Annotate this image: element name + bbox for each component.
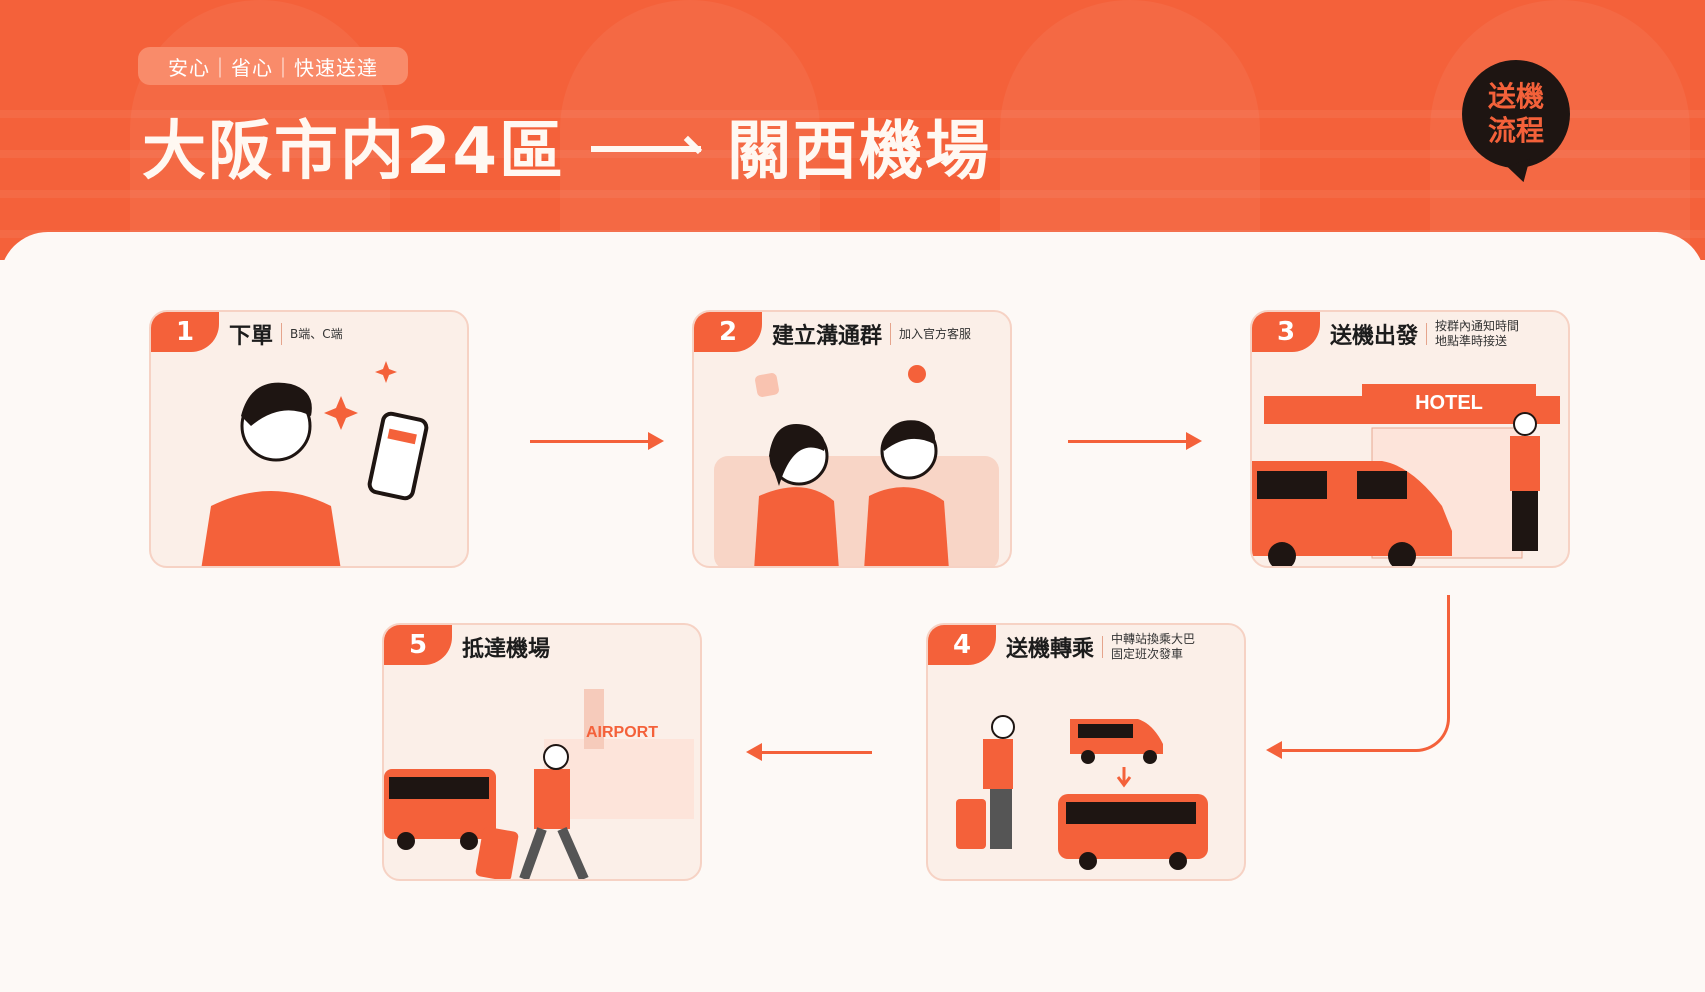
title-to: 關西機場 xyxy=(727,115,992,189)
step-number: 5 xyxy=(384,625,452,665)
badge-line: 送機 xyxy=(1487,80,1544,113)
step-subtitle: 中轉站換乘大巴固定班次發車 xyxy=(1111,632,1196,661)
step-number: 4 xyxy=(928,625,996,665)
hotel-sign: HOTEL xyxy=(1415,392,1483,414)
flow-arrow-3-4 xyxy=(1280,595,1450,752)
step-number: 3 xyxy=(1252,312,1320,352)
step-number: 1 xyxy=(151,312,219,352)
step-subtitle: 加入官方客服 xyxy=(899,326,972,341)
step-number: 2 xyxy=(694,312,762,352)
arrow-head-icon xyxy=(1266,741,1300,759)
page-title: 大阪市内24區 關西機場 xyxy=(142,100,991,192)
step-title: 送機轉乘 xyxy=(1006,637,1095,662)
step-subtitle: B端、C端 xyxy=(290,326,343,341)
step-card-3: 3 送機出發按群內通知時間地點準時接送 HOTEL xyxy=(1250,310,1570,568)
step-title: 送機出發 xyxy=(1330,324,1419,349)
step-subtitle: 按群內通知時間地點準時接送 xyxy=(1435,319,1520,348)
flow-arrow-2-3 xyxy=(1068,432,1202,450)
process-badge: 送機 流程 xyxy=(1462,60,1570,168)
step-card-5: 5 抵達機場 AIRPORT xyxy=(382,623,702,881)
step-card-1: 1 下單 B端、C端 xyxy=(149,310,469,568)
group-chat-illustration xyxy=(714,365,999,566)
step-card-2: 2 建立溝通群 加入官方客服 xyxy=(692,310,1012,568)
arrow-right-icon xyxy=(591,146,702,153)
hotel-van-illustration: HOTEL xyxy=(1252,384,1560,566)
transfer-bus-illustration xyxy=(956,715,1208,870)
flow-arrow-1-2 xyxy=(530,432,664,450)
step-title: 建立溝通群 xyxy=(772,324,883,349)
title-from: 大阪市内24區 xyxy=(142,115,566,189)
flow-arrow-4-5 xyxy=(746,743,872,761)
airport-arrival-illustration: AIRPORT xyxy=(384,689,694,879)
tagline: 安心｜省心｜快速送達 xyxy=(138,47,408,85)
step-card-4: 4 送機轉乘中轉站換乘大巴固定班次發車 xyxy=(926,623,1246,881)
step-title: 抵達機場 xyxy=(462,637,551,662)
person-phone-illustration xyxy=(201,361,429,566)
airport-sign: AIRPORT xyxy=(586,724,658,741)
step-title: 下單 xyxy=(229,324,274,349)
badge-line: 流程 xyxy=(1487,114,1544,147)
